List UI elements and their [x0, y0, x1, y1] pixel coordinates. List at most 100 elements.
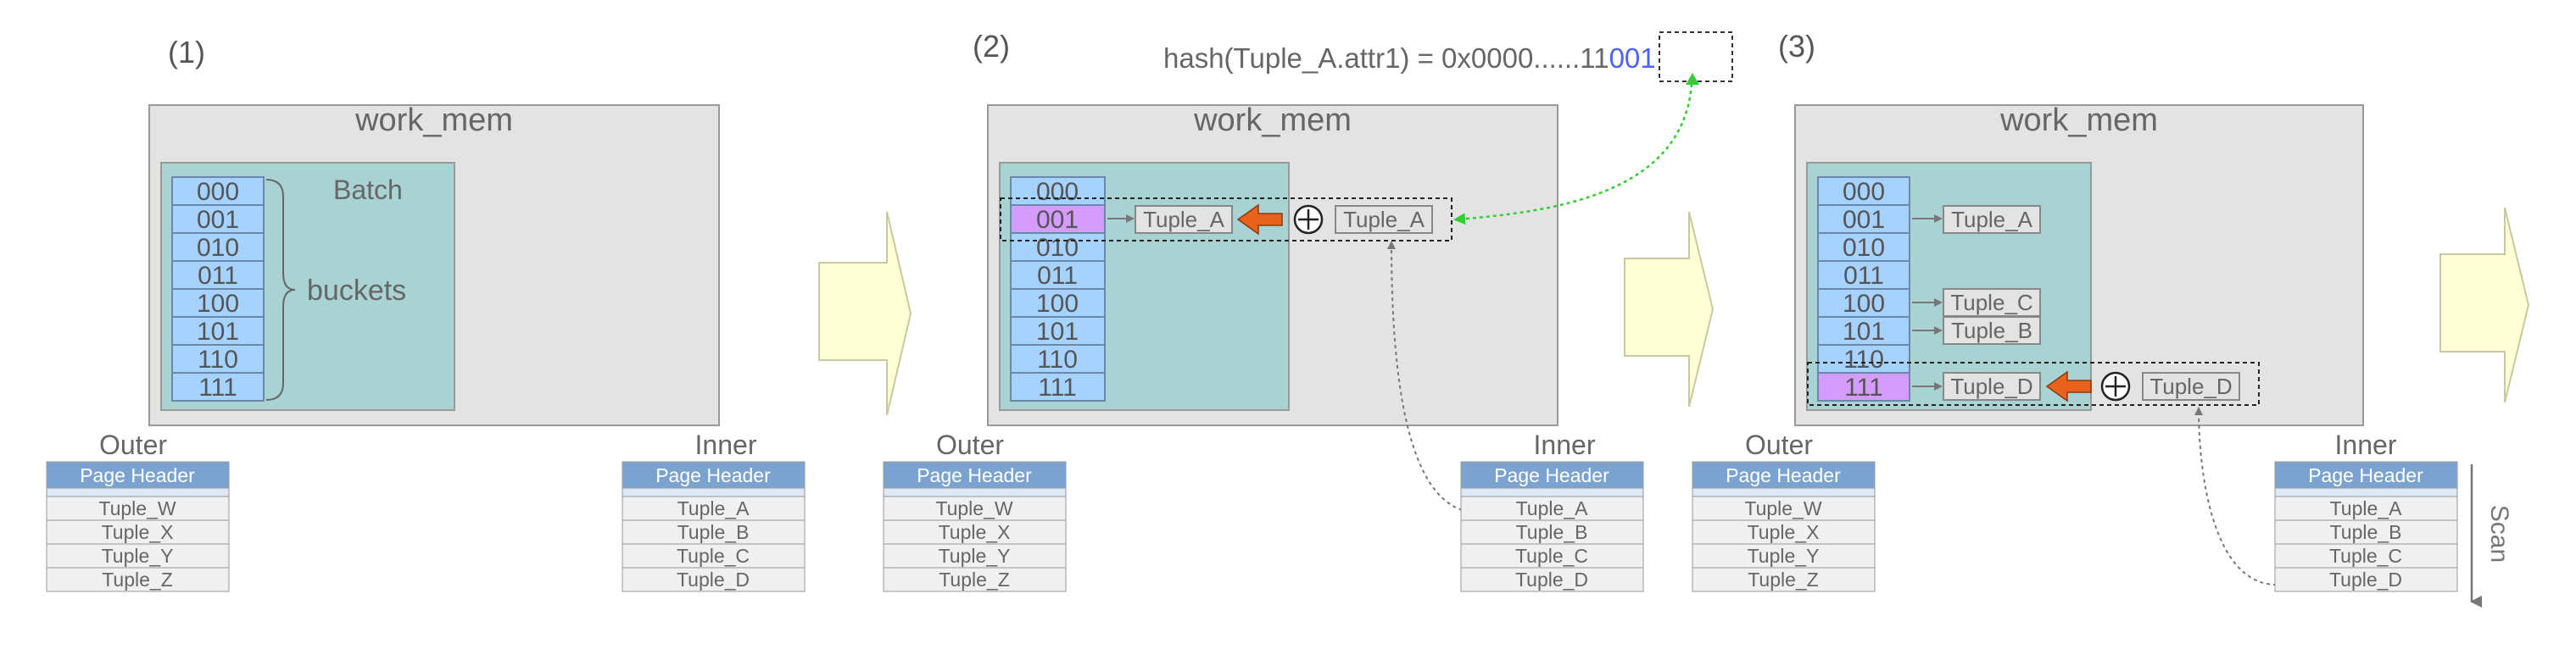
hash-plus-icon	[2100, 371, 2131, 402]
tuple-row: Tuple_W	[1744, 497, 1821, 519]
tuple-row: Tuple_Z	[939, 569, 1010, 591]
tuple-row: Tuple_B	[1516, 521, 1588, 543]
batch-label: Batch	[333, 175, 403, 205]
bucket-label: 100	[1036, 290, 1079, 318]
tuple-row: Tuple_C	[2329, 545, 2402, 567]
page-header: Page Header	[1494, 464, 1609, 486]
bucket-label: 000	[1036, 178, 1079, 206]
chain-tuple	[1943, 316, 2041, 345]
bucket-label: 101	[1843, 318, 1885, 346]
panel-2: (2) work_mem 000 001 010 011 100 101 110…	[883, 29, 1699, 592]
next-step-arrow	[1624, 211, 1715, 408]
bucket-label: 100	[1843, 290, 1885, 318]
chain-tuple	[1135, 205, 1233, 234]
work-mem-title: work_mem	[1999, 103, 2158, 138]
chain-tuple	[1943, 372, 2041, 401]
tuple-row: Tuple_C	[677, 545, 750, 567]
probe-arrow	[1236, 203, 1283, 236]
tuple-row: Tuple_D	[677, 569, 750, 591]
bucket-label: 010	[1036, 234, 1079, 262]
outer-label: Outer	[936, 430, 1004, 460]
probe-tuple	[1335, 205, 1433, 234]
tuple-row: Tuple_Z	[102, 569, 173, 591]
inner-table: Inner Page Header Tuple_A Tuple_B Tuple_…	[622, 430, 806, 592]
probe-selection	[1000, 197, 1452, 241]
hash-link-head	[1686, 73, 1699, 85]
page-header: Page Header	[1726, 464, 1841, 486]
chain-tuple-label: Tuple_A	[1143, 207, 1225, 232]
brace	[265, 179, 296, 401]
bucket-column: 000 001 010 011 100 101 110 111	[1817, 176, 1910, 402]
bucket-label: 001	[1036, 206, 1079, 234]
chain-tuple	[1943, 205, 2041, 234]
next-step-arrow	[818, 211, 912, 416]
probe-tuple-label: Tuple_D	[2149, 374, 2232, 399]
tuple-row: Tuple_Y	[102, 545, 174, 567]
hash-plus-icon	[1293, 204, 1324, 235]
tuple-row: Tuple_A	[1516, 497, 1588, 519]
buckets-label: buckets	[307, 275, 406, 307]
inner-table: Inner Page Header Tuple_A Tuple_B Tuple_…	[2274, 430, 2458, 592]
tuple-row: Tuple_Y	[1748, 545, 1820, 567]
inner-scan-link	[2194, 407, 2278, 586]
chain-tuple-label: Tuple_C	[1950, 290, 2032, 315]
tuple-row: Tuple_D	[2329, 569, 2402, 591]
bucket-label: 011	[1843, 262, 1884, 290]
tuple-row: Tuple_W	[98, 497, 176, 519]
hash-equation-suffix: 001	[1609, 42, 1656, 74]
chain-tuple-label: Tuple_A	[1951, 207, 2033, 232]
probe-tuple	[2142, 372, 2240, 401]
bucket-label: 110	[1037, 346, 1078, 374]
probe-arrow	[2045, 370, 2092, 402]
step-label: (3)	[1778, 29, 1815, 64]
tuple-row: Tuple_C	[1515, 545, 1588, 567]
chain-tuple-label: Tuple_B	[1951, 318, 2032, 343]
tuple-row: Tuple_W	[935, 497, 1012, 519]
inner-label: Inner	[695, 430, 757, 460]
hash-link	[1453, 83, 1693, 225]
bucket-column: 000 001 010 011 100 101 110 111	[171, 176, 265, 402]
bucket-label: 111	[1844, 374, 1883, 402]
hash-equation-prefix: hash(Tuple_A.attr1) = 0x0000......11	[1163, 42, 1609, 74]
tuple-row: Tuple_X	[939, 521, 1011, 543]
bucket-label: 101	[1036, 318, 1079, 346]
tuple-row: Tuple_X	[102, 521, 174, 543]
probe-selection	[1807, 362, 2260, 406]
bucket-label: 000	[1843, 178, 1885, 206]
work-mem-title: work_mem	[354, 103, 513, 138]
chain-tuple-label: Tuple_D	[1950, 374, 2032, 399]
tuple-row: Tuple_Y	[939, 545, 1011, 567]
inner-table: Inner Page Header Tuple_A Tuple_B Tuple_…	[1460, 430, 1644, 592]
inner-scan-link	[1387, 241, 1476, 513]
page-header: Page Header	[80, 464, 195, 486]
tuple-row: Tuple_A	[2330, 497, 2402, 519]
panel-1: (1) work_mem 000 001 010 011 100 101 110…	[46, 35, 806, 592]
bucket-label: 011	[198, 262, 238, 290]
step-label: (1)	[168, 35, 205, 69]
chain-tuple	[1943, 288, 2041, 317]
tuple-row: Tuple_X	[1748, 521, 1820, 543]
scan-label: Scan	[2485, 505, 2513, 563]
bucket-label: 111	[198, 374, 237, 402]
work-mem-title: work_mem	[1193, 103, 1352, 138]
bucket-label: 101	[197, 318, 239, 346]
inner-label: Inner	[2335, 430, 2397, 460]
next-step-arrow	[2439, 207, 2530, 403]
probe-tuple-label: Tuple_A	[1343, 207, 1425, 232]
inner-label: Inner	[1534, 430, 1596, 460]
tuple-row: Tuple_D	[1515, 569, 1588, 591]
outer-label: Outer	[1745, 430, 1813, 460]
bucket-label: 110	[1843, 346, 1884, 374]
panel-3: (3) work_mem 000 001 010 011 100 101 110…	[1692, 29, 2513, 608]
bucket-label: 010	[1843, 234, 1885, 262]
bucket-label: 001	[197, 206, 239, 234]
bucket-label: 011	[1037, 262, 1078, 290]
outer-label: Outer	[99, 430, 167, 460]
page-header: Page Header	[2308, 464, 2423, 486]
tuple-row: Tuple_B	[2330, 521, 2402, 543]
bucket-label: 110	[198, 346, 238, 374]
tuple-row: Tuple_A	[677, 497, 750, 519]
bucket-label: 001	[1843, 206, 1885, 234]
bucket-label: 000	[197, 178, 239, 206]
